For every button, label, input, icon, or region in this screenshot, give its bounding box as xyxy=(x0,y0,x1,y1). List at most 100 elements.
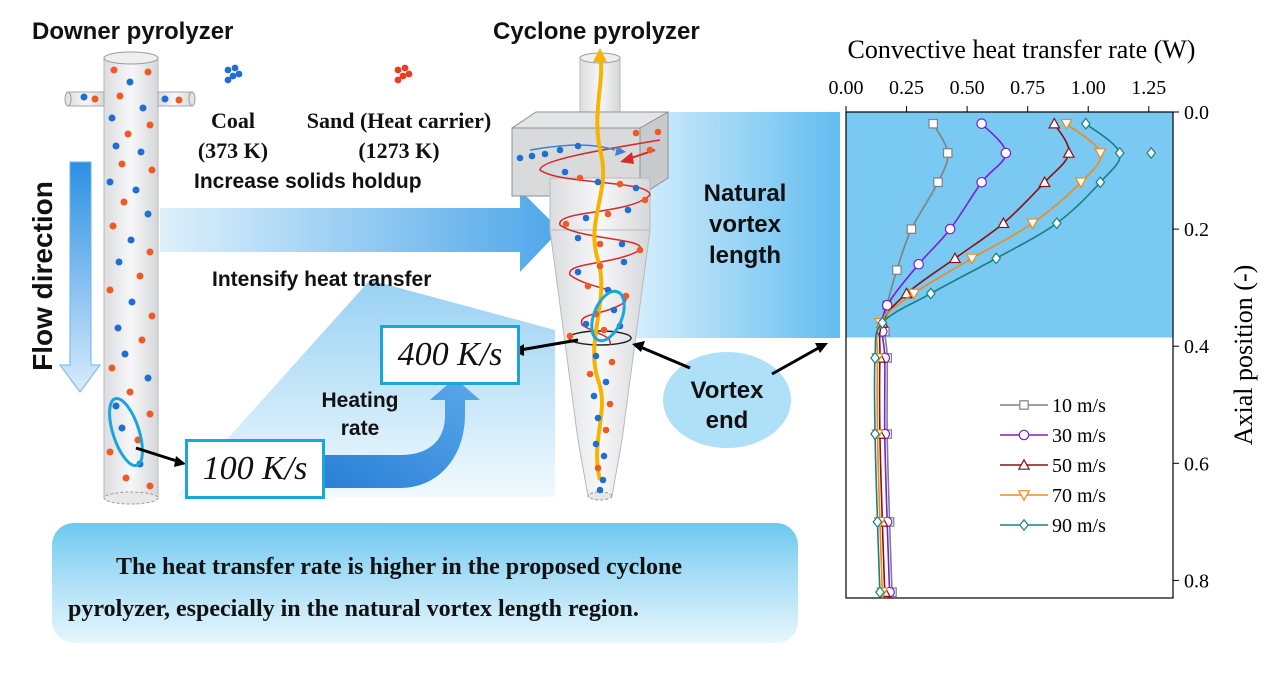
data-point xyxy=(892,265,902,275)
data-point xyxy=(874,585,885,599)
data-point xyxy=(1062,146,1076,158)
cyclone-title: Cyclone pyrolyzer xyxy=(493,18,700,45)
flow-direction-label: Flow direction xyxy=(27,181,58,371)
data-point xyxy=(928,118,938,129)
x-tick-label: 0.25 xyxy=(889,77,924,99)
data-point xyxy=(997,216,1010,229)
heating-rate-label: Heating rate xyxy=(312,387,408,443)
natural-vortex-label: Natural vortex length xyxy=(680,178,810,271)
legend-marker xyxy=(1019,518,1029,532)
x-ticks: 0.00 0.25 0.50 0.75 1.00 1.25 xyxy=(829,77,1166,112)
coal-temp: (373 K) xyxy=(197,138,269,163)
legend-label: 90 m/s xyxy=(1052,515,1106,537)
downer-highlight xyxy=(108,396,144,468)
data-point xyxy=(944,223,956,235)
data-point xyxy=(1114,146,1125,160)
coal-legend: Coal (373 K) xyxy=(183,106,283,166)
data-point xyxy=(1074,177,1088,189)
y-tick-label: 0.8 xyxy=(1184,570,1209,592)
heating-word: Heating xyxy=(321,389,399,412)
downer-title: Downer pyrolyzer xyxy=(32,18,234,45)
data-point xyxy=(913,258,924,270)
legend-marker xyxy=(1018,429,1030,441)
data-point xyxy=(1038,175,1051,188)
x-tick-label: 0.75 xyxy=(1010,77,1045,99)
data-point xyxy=(877,316,888,329)
summary-box xyxy=(52,523,798,643)
vortex-word: vortex xyxy=(708,211,782,238)
data-point xyxy=(1060,118,1073,131)
rate-word: rate xyxy=(340,417,380,440)
data-point xyxy=(870,427,881,441)
legend-label: 10 m/s xyxy=(1052,395,1106,417)
flow-arrow xyxy=(59,161,101,393)
data-point xyxy=(870,351,881,365)
data-point xyxy=(1080,117,1091,130)
data-point xyxy=(906,224,917,234)
data-point xyxy=(976,118,987,130)
x-tick-label: 1.25 xyxy=(1131,77,1166,99)
rate-400-text: 400 K/s xyxy=(397,336,503,373)
legend-marker xyxy=(1017,458,1031,470)
intensify-label: Intensify heat transfer xyxy=(212,268,432,291)
y-axis-label: Axial position (-) xyxy=(1229,265,1258,446)
data-point xyxy=(1146,146,1157,160)
coal-cluster-icon xyxy=(224,64,243,84)
data-point xyxy=(1095,176,1106,189)
legend-label: 70 m/s xyxy=(1052,485,1106,507)
rate-100-text: 100 K/s xyxy=(202,450,308,487)
legend-marker xyxy=(1017,490,1031,502)
y-tick-label: 0.2 xyxy=(1184,219,1209,241)
plot-frame xyxy=(845,111,1174,599)
series-group xyxy=(870,117,1157,599)
vortex-end-bubble xyxy=(663,352,791,448)
heating-rate-arrow xyxy=(320,378,480,488)
x-axis-label: Convective heat transfer rate (W) xyxy=(848,35,1196,64)
coal-label: Coal xyxy=(211,108,255,133)
sand-label: Sand (Heat carrier) xyxy=(306,108,492,133)
data-point xyxy=(872,515,883,529)
legend-label: 30 m/s xyxy=(1052,425,1106,447)
natural-word: Natural xyxy=(703,180,787,207)
data-point xyxy=(1051,217,1062,230)
data-point xyxy=(1048,117,1061,129)
legend-label: 50 m/s xyxy=(1052,455,1106,477)
y-tick-label: 0.6 xyxy=(1184,453,1209,475)
data-point xyxy=(933,177,943,188)
chart-legend: 10 m/s 30 m/s 50 m/s 70 m/s 90 m/s xyxy=(1000,395,1106,537)
data-point xyxy=(1094,148,1107,160)
data-point xyxy=(1026,218,1039,230)
rate-100-box: 100 K/s xyxy=(185,439,325,499)
legend-marker xyxy=(1019,400,1029,410)
vortex-end-label: Vortex end xyxy=(667,376,787,436)
length-word: length xyxy=(709,242,781,269)
data-point xyxy=(1000,147,1012,159)
downer-particles xyxy=(80,66,183,490)
data-point xyxy=(907,288,921,300)
y-tick-label: 0.0 xyxy=(1184,102,1209,124)
summary-text: The heat transfer rate is higher in the … xyxy=(68,546,788,630)
data-point xyxy=(925,287,936,300)
y-tick-label: 0.4 xyxy=(1184,336,1209,358)
y-ticks: 0.0 0.2 0.4 0.6 0.8 xyxy=(1173,102,1209,592)
x-tick-label: 0.50 xyxy=(950,77,985,99)
data-point xyxy=(991,252,1002,265)
rate-400-box: 400 K/s xyxy=(380,325,520,385)
data-point xyxy=(948,251,962,264)
increase-holdup-label: Increase solids holdup xyxy=(194,170,422,193)
data-point xyxy=(976,176,987,188)
sand-temp: (1273 K) xyxy=(358,138,440,163)
data-point xyxy=(942,148,953,158)
increase-arrow xyxy=(160,190,560,272)
heat-transfer-chart: Convective heat transfer rate (W) Axial … xyxy=(829,35,1258,599)
sand-cluster-icon xyxy=(394,64,413,84)
cyclone-highlight xyxy=(590,289,626,343)
x-tick-label: 0.00 xyxy=(829,77,864,99)
vortex-end-word2: end xyxy=(705,407,749,434)
data-point xyxy=(965,253,979,265)
summary-line2: pyrolyzer, especially in the natural vor… xyxy=(68,596,639,622)
data-point xyxy=(881,299,893,311)
summary-line1: The heat transfer rate is higher in the … xyxy=(116,554,682,580)
x-tick-label: 1.00 xyxy=(1071,77,1106,99)
